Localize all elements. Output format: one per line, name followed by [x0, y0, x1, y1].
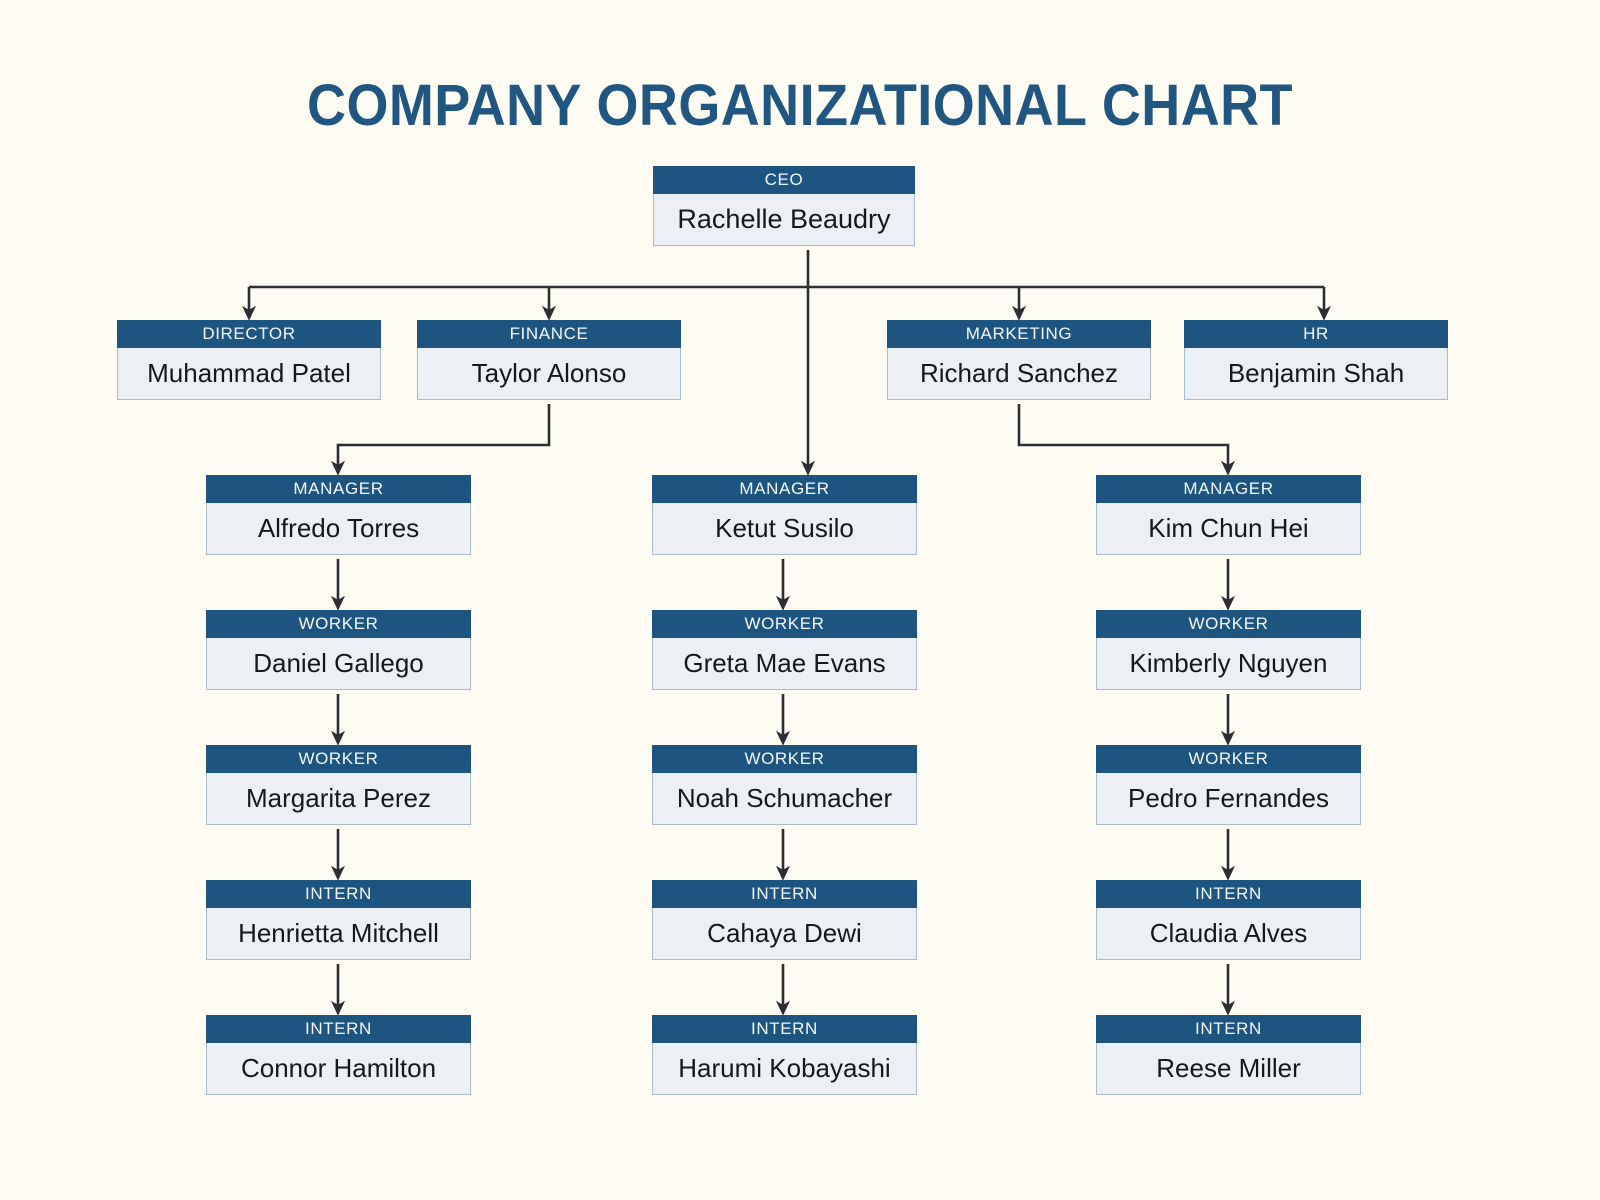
- node-intern-left-1[interactable]: INTERN Henrietta Mitchell: [206, 880, 471, 960]
- node-worker-left-2-name: Margarita Perez: [206, 773, 471, 825]
- node-worker-left-1-role: WORKER: [206, 610, 471, 638]
- node-worker-right-1-name: Kimberly Nguyen: [1096, 638, 1361, 690]
- node-intern-mid-1-name: Cahaya Dewi: [652, 908, 917, 960]
- node-manager-right[interactable]: MANAGER Kim Chun Hei: [1096, 475, 1361, 555]
- node-worker-left-2-role: WORKER: [206, 745, 471, 773]
- edge-marketing-manager-right: [1017, 404, 1236, 476]
- node-marketing[interactable]: MARKETING Richard Sanchez: [887, 320, 1151, 400]
- node-marketing-name: Richard Sanchez: [887, 348, 1151, 400]
- node-worker-mid-2[interactable]: WORKER Noah Schumacher: [652, 745, 917, 825]
- node-worker-mid-2-name: Noah Schumacher: [652, 773, 917, 825]
- node-worker-right-1-role: WORKER: [1096, 610, 1361, 638]
- node-ceo-role: CEO: [653, 166, 915, 194]
- node-worker-mid-1-name: Greta Mae Evans: [652, 638, 917, 690]
- node-worker-left-1-name: Daniel Gallego: [206, 638, 471, 690]
- node-ceo-name: Rachelle Beaudry: [653, 194, 915, 246]
- node-intern-right-2[interactable]: INTERN Reese Miller: [1096, 1015, 1361, 1095]
- node-worker-mid-1-role: WORKER: [652, 610, 917, 638]
- node-worker-mid-2-role: WORKER: [652, 745, 917, 773]
- node-intern-mid-2-name: Harumi Kobayashi: [652, 1043, 917, 1095]
- node-hr-name: Benjamin Shah: [1184, 348, 1448, 400]
- node-intern-right-2-role: INTERN: [1096, 1015, 1361, 1043]
- node-intern-right-1-name: Claudia Alves: [1096, 908, 1361, 960]
- node-intern-mid-2-role: INTERN: [652, 1015, 917, 1043]
- node-manager-left-role: MANAGER: [206, 475, 471, 503]
- node-worker-right-2-name: Pedro Fernandes: [1096, 773, 1361, 825]
- node-intern-left-1-role: INTERN: [206, 880, 471, 908]
- node-manager-right-name: Kim Chun Hei: [1096, 503, 1361, 555]
- node-intern-mid-1[interactable]: INTERN Cahaya Dewi: [652, 880, 917, 960]
- node-director[interactable]: DIRECTOR Muhammad Patel: [117, 320, 381, 400]
- node-manager-right-role: MANAGER: [1096, 475, 1361, 503]
- node-manager-left-name: Alfredo Torres: [206, 503, 471, 555]
- node-manager-left[interactable]: MANAGER Alfredo Torres: [206, 475, 471, 555]
- node-worker-right-1[interactable]: WORKER Kimberly Nguyen: [1096, 610, 1361, 690]
- node-intern-left-2-role: INTERN: [206, 1015, 471, 1043]
- node-worker-left-1[interactable]: WORKER Daniel Gallego: [206, 610, 471, 690]
- node-finance-role: FINANCE: [417, 320, 681, 348]
- node-manager-mid[interactable]: MANAGER Ketut Susilo: [652, 475, 917, 555]
- node-worker-mid-1[interactable]: WORKER Greta Mae Evans: [652, 610, 917, 690]
- node-hr[interactable]: HR Benjamin Shah: [1184, 320, 1448, 400]
- node-intern-mid-1-role: INTERN: [652, 880, 917, 908]
- node-worker-right-2[interactable]: WORKER Pedro Fernandes: [1096, 745, 1361, 825]
- node-ceo[interactable]: CEO Rachelle Beaudry: [653, 166, 915, 246]
- node-director-role: DIRECTOR: [117, 320, 381, 348]
- node-intern-left-2-name: Connor Hamilton: [206, 1043, 471, 1095]
- node-marketing-role: MARKETING: [887, 320, 1151, 348]
- edge-finance-manager-left: [330, 404, 551, 476]
- node-intern-left-2[interactable]: INTERN Connor Hamilton: [206, 1015, 471, 1095]
- node-manager-mid-role: MANAGER: [652, 475, 917, 503]
- node-worker-right-2-role: WORKER: [1096, 745, 1361, 773]
- node-intern-right-2-name: Reese Miller: [1096, 1043, 1361, 1095]
- page-title: COMPANY ORGANIZATIONAL CHART: [307, 73, 1293, 138]
- node-finance[interactable]: FINANCE Taylor Alonso: [417, 320, 681, 400]
- node-intern-right-1[interactable]: INTERN Claudia Alves: [1096, 880, 1361, 960]
- node-worker-left-2[interactable]: WORKER Margarita Perez: [206, 745, 471, 825]
- node-intern-left-1-name: Henrietta Mitchell: [206, 908, 471, 960]
- node-director-name: Muhammad Patel: [117, 348, 381, 400]
- node-finance-name: Taylor Alonso: [417, 348, 681, 400]
- node-hr-role: HR: [1184, 320, 1448, 348]
- node-intern-mid-2[interactable]: INTERN Harumi Kobayashi: [652, 1015, 917, 1095]
- node-manager-mid-name: Ketut Susilo: [652, 503, 917, 555]
- node-intern-right-1-role: INTERN: [1096, 880, 1361, 908]
